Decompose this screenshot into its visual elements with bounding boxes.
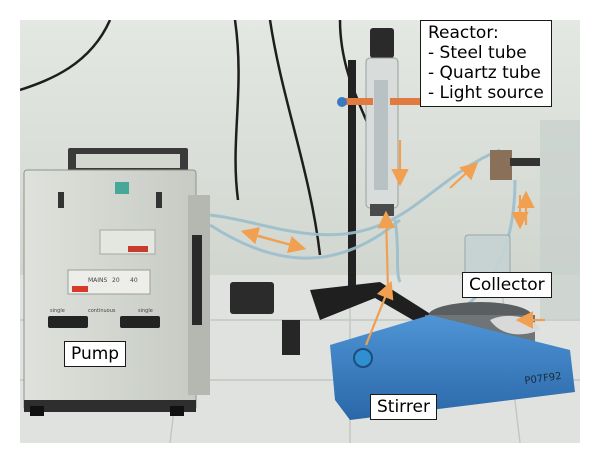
arrow-to-tube-right [249,232,307,254]
reactor-label-item-light-source: - Light source [428,83,544,103]
pump-label: Pump [64,341,127,367]
magnetic-stirrer [330,302,575,420]
pump-switch-label: MAINS [88,277,108,284]
pump-selector-label-left: single [50,308,65,314]
retort-stand [282,60,440,355]
reactor-label-item-steel-tube: - Steel tube [428,43,527,63]
pump-selector-label-mid: continuous [88,308,116,314]
arrow-stirrer-up [364,280,394,346]
stirrer-label: Stirrer [370,394,437,420]
collector-label: Collector [462,272,552,298]
annotation-arrows [240,140,545,346]
pump-selector-label-right: single [138,308,153,314]
stirrer-serial-marking: P07F92 [524,371,562,387]
arrow-reactor-outlet [449,162,479,189]
pump-dial-value-1: 20 [112,277,120,284]
reactor-label: Reactor: - Steel tube - Quartz tube - Li… [420,20,552,107]
arrow-to-reactor-up [377,210,396,291]
reactor-label-item-quartz-tube: - Quartz tube [428,63,541,83]
power-adapter [230,282,274,314]
photo-frame: MAINS 20 40 single continuous single [20,20,580,443]
pump-dial-value-2: 40 [130,277,138,284]
reactor-label-title: Reactor: [428,23,499,43]
